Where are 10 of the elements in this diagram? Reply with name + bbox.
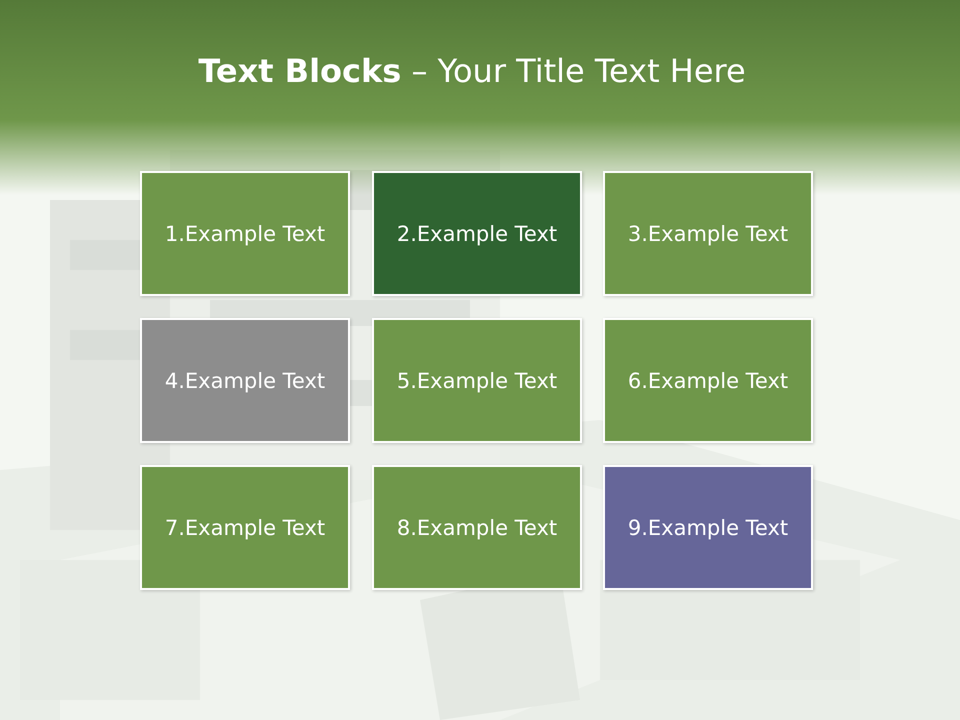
text-block: 5.Example Text [372,318,582,443]
text-block: 4.Example Text [140,318,350,443]
text-block: 8.Example Text [372,465,582,590]
title: Text Blocks – Your Title Text Here [197,52,747,90]
text-block: 3.Example Text [603,171,813,296]
text-block: 9.Example Text [603,465,813,590]
text-block: 7.Example Text [140,465,350,590]
text-block: 2.Example Text [372,171,582,296]
text-block: 6.Example Text [603,318,813,443]
text-block: 1.Example Text [140,171,350,296]
